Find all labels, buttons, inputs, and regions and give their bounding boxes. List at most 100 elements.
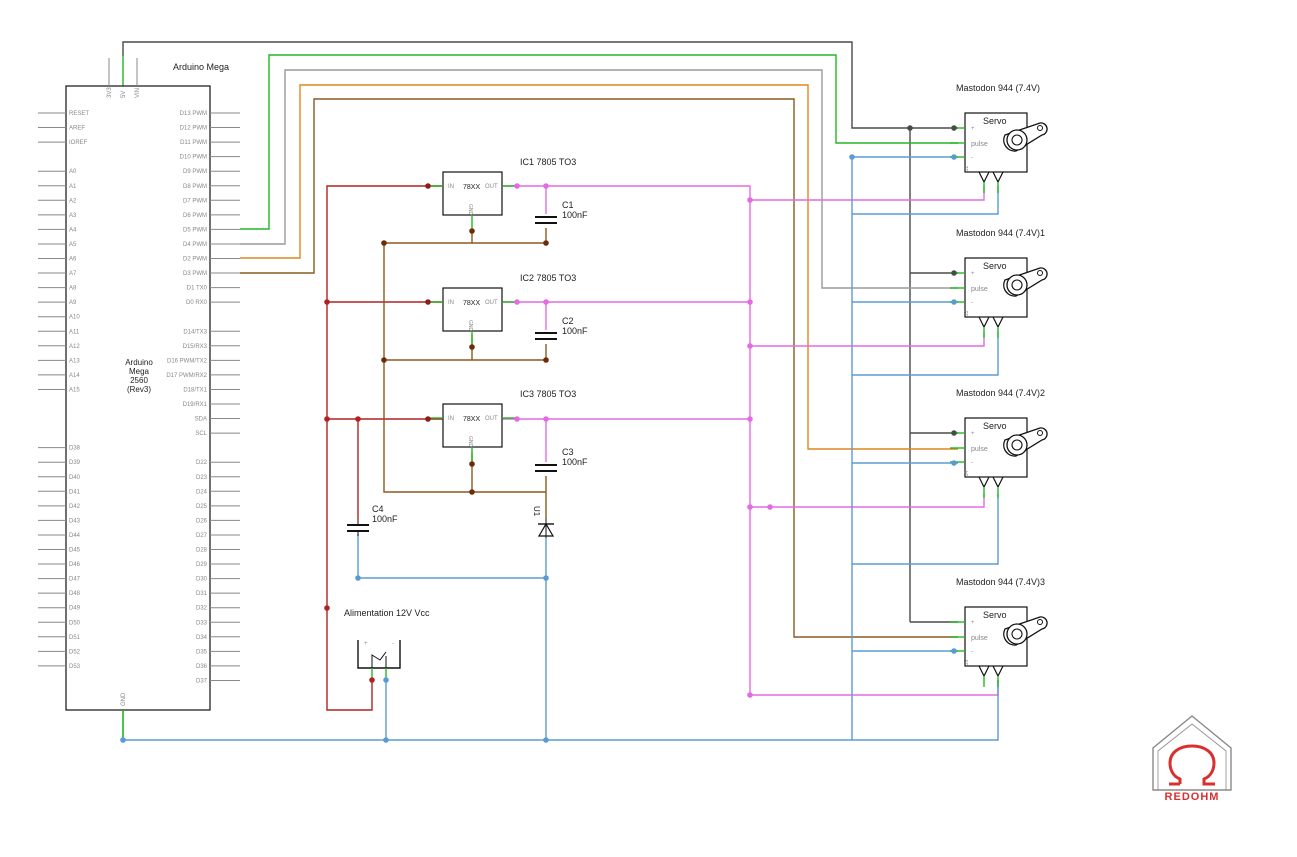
servo-minus: -: [971, 649, 973, 655]
arduino-pin-label: D7 PWM: [183, 198, 207, 204]
junction-dot: [951, 299, 957, 305]
regulator-chip: 78XX: [463, 416, 480, 423]
arduino-pin-label: D53: [69, 664, 81, 670]
junctions: [120, 125, 957, 743]
junction-dot: [469, 344, 475, 350]
arduino-pin-label: D52: [69, 649, 81, 655]
regulator-in: IN: [448, 416, 454, 422]
arduino-pin-label: D8 PWM: [183, 184, 207, 190]
servo-plus: +: [971, 620, 975, 626]
arduino-pin-label: D23: [196, 475, 208, 481]
arduino-pin-label: D17 PWM/RX2: [166, 373, 207, 379]
arduino-pin-label: D42: [69, 504, 81, 510]
arduino-pin-label: A7: [69, 271, 77, 277]
junction-dot: [747, 416, 753, 422]
arduino-pin-label: D49: [69, 606, 81, 612]
arduino-center-4: (Rev3): [127, 385, 151, 394]
servo-pulse: pulse: [971, 635, 988, 642]
servo-ref: J2: [964, 166, 970, 172]
junction-dot: [747, 197, 753, 203]
junction-dot: [747, 692, 753, 698]
arduino-pin-label: D19/RX1: [183, 402, 208, 408]
junction-dot: [469, 489, 475, 495]
arduino-pin-label: D5 PWM: [183, 227, 207, 233]
regulator-in: IN: [448, 184, 454, 190]
arduino-pin-label: D31: [196, 591, 208, 597]
servo-title: Mastodon 944 (7.4V)2: [956, 388, 1045, 398]
wire-out-s3: [750, 494, 985, 508]
regulator-title: IC1 7805 TO3: [520, 157, 576, 167]
arduino-title: Arduino Mega: [173, 62, 229, 72]
wire-d5: [240, 54, 958, 230]
arduino-pin-label: D44: [69, 533, 81, 539]
arduino-pin-label: D22: [196, 460, 208, 466]
regulator-title: IC2 7805 TO3: [520, 273, 576, 283]
junction-dot: [514, 183, 520, 189]
arduino-pin-label: A10: [69, 315, 80, 321]
regulator-title: IC3 7805 TO3: [520, 389, 576, 399]
wire-out-s2: [750, 332, 985, 347]
arduino-pin-label: D26: [196, 518, 208, 524]
diode-name: U1: [532, 506, 541, 517]
junction-dot: [543, 416, 549, 422]
arduino-pin-label: IOREF: [69, 140, 88, 146]
regulator-gnd: GND: [467, 436, 473, 448]
arduino-pin-label: A8: [69, 286, 77, 292]
arduino-pin-label: D0 RX0: [186, 300, 208, 306]
logo-house: [1152, 715, 1232, 791]
junction-dot: [425, 183, 431, 189]
diode-u1: U1: [532, 506, 555, 538]
servo-pulse: pulse: [971, 446, 988, 453]
servo-minus: -: [971, 300, 973, 306]
regulator-out: OUT: [485, 300, 498, 306]
arduino-left-pins: RESETAREFIOREFA0A1A2A3A4A5A6A7A8A9A10A11…: [38, 111, 89, 670]
arduino-mega: Arduino Mega Arduino Mega 2560 (Rev3) 3V…: [38, 58, 240, 740]
arduino-pin-label: D9 PWM: [183, 169, 207, 175]
junction-dot: [849, 154, 855, 160]
servo-ref: J4: [964, 471, 970, 477]
arduino-pin-label: A2: [69, 198, 77, 204]
junction-dot: [951, 154, 957, 160]
junction-dot: [514, 299, 520, 305]
arduino-pin-label: A12: [69, 344, 80, 350]
junction-dot: [951, 125, 957, 131]
junction-dot: [951, 460, 957, 466]
servo-ref: J5: [964, 660, 970, 666]
redohm-logo: REDOHM: [1152, 715, 1232, 803]
arduino-pin-label: D50: [69, 620, 81, 626]
arduino-pin-label: D33: [196, 620, 208, 626]
arduino-pin-label: D4 PWM: [183, 242, 207, 248]
junction-dot: [324, 416, 330, 422]
power-plus: +: [364, 641, 368, 647]
arduino-center-3: 2560: [130, 376, 148, 385]
arduino-pin-label: D34: [196, 635, 208, 641]
arduino-pin-label: A4: [69, 227, 77, 233]
junction-dot: [767, 504, 773, 510]
servo-pulse: pulse: [971, 141, 988, 148]
junction-dot: [951, 430, 957, 436]
regulator-gnd: GND: [467, 204, 473, 216]
regulator-out: OUT: [485, 184, 498, 190]
arduino-pin-label: VIN: [135, 88, 141, 98]
arduino-pin-label: D16 PWM/TX2: [167, 358, 208, 364]
arduino-pin-label: D10 PWM: [180, 155, 207, 161]
arduino-pin-label: A9: [69, 300, 77, 306]
wire-gnd-s3b: [852, 494, 999, 565]
junction-dot: [543, 299, 549, 305]
arduino-pin-label: D51: [69, 635, 81, 641]
arduino-pin-label: D6 PWM: [183, 213, 207, 219]
junction-dot: [747, 299, 753, 305]
arduino-pin-label: A0: [69, 169, 77, 175]
servo-ref: J3: [964, 311, 970, 317]
arduino-pin-label: D45: [69, 548, 81, 554]
junction-dot: [469, 228, 475, 234]
junction-dot: [543, 240, 549, 246]
arduino-pin-label: D32: [196, 606, 208, 612]
junction-dot: [381, 240, 387, 246]
